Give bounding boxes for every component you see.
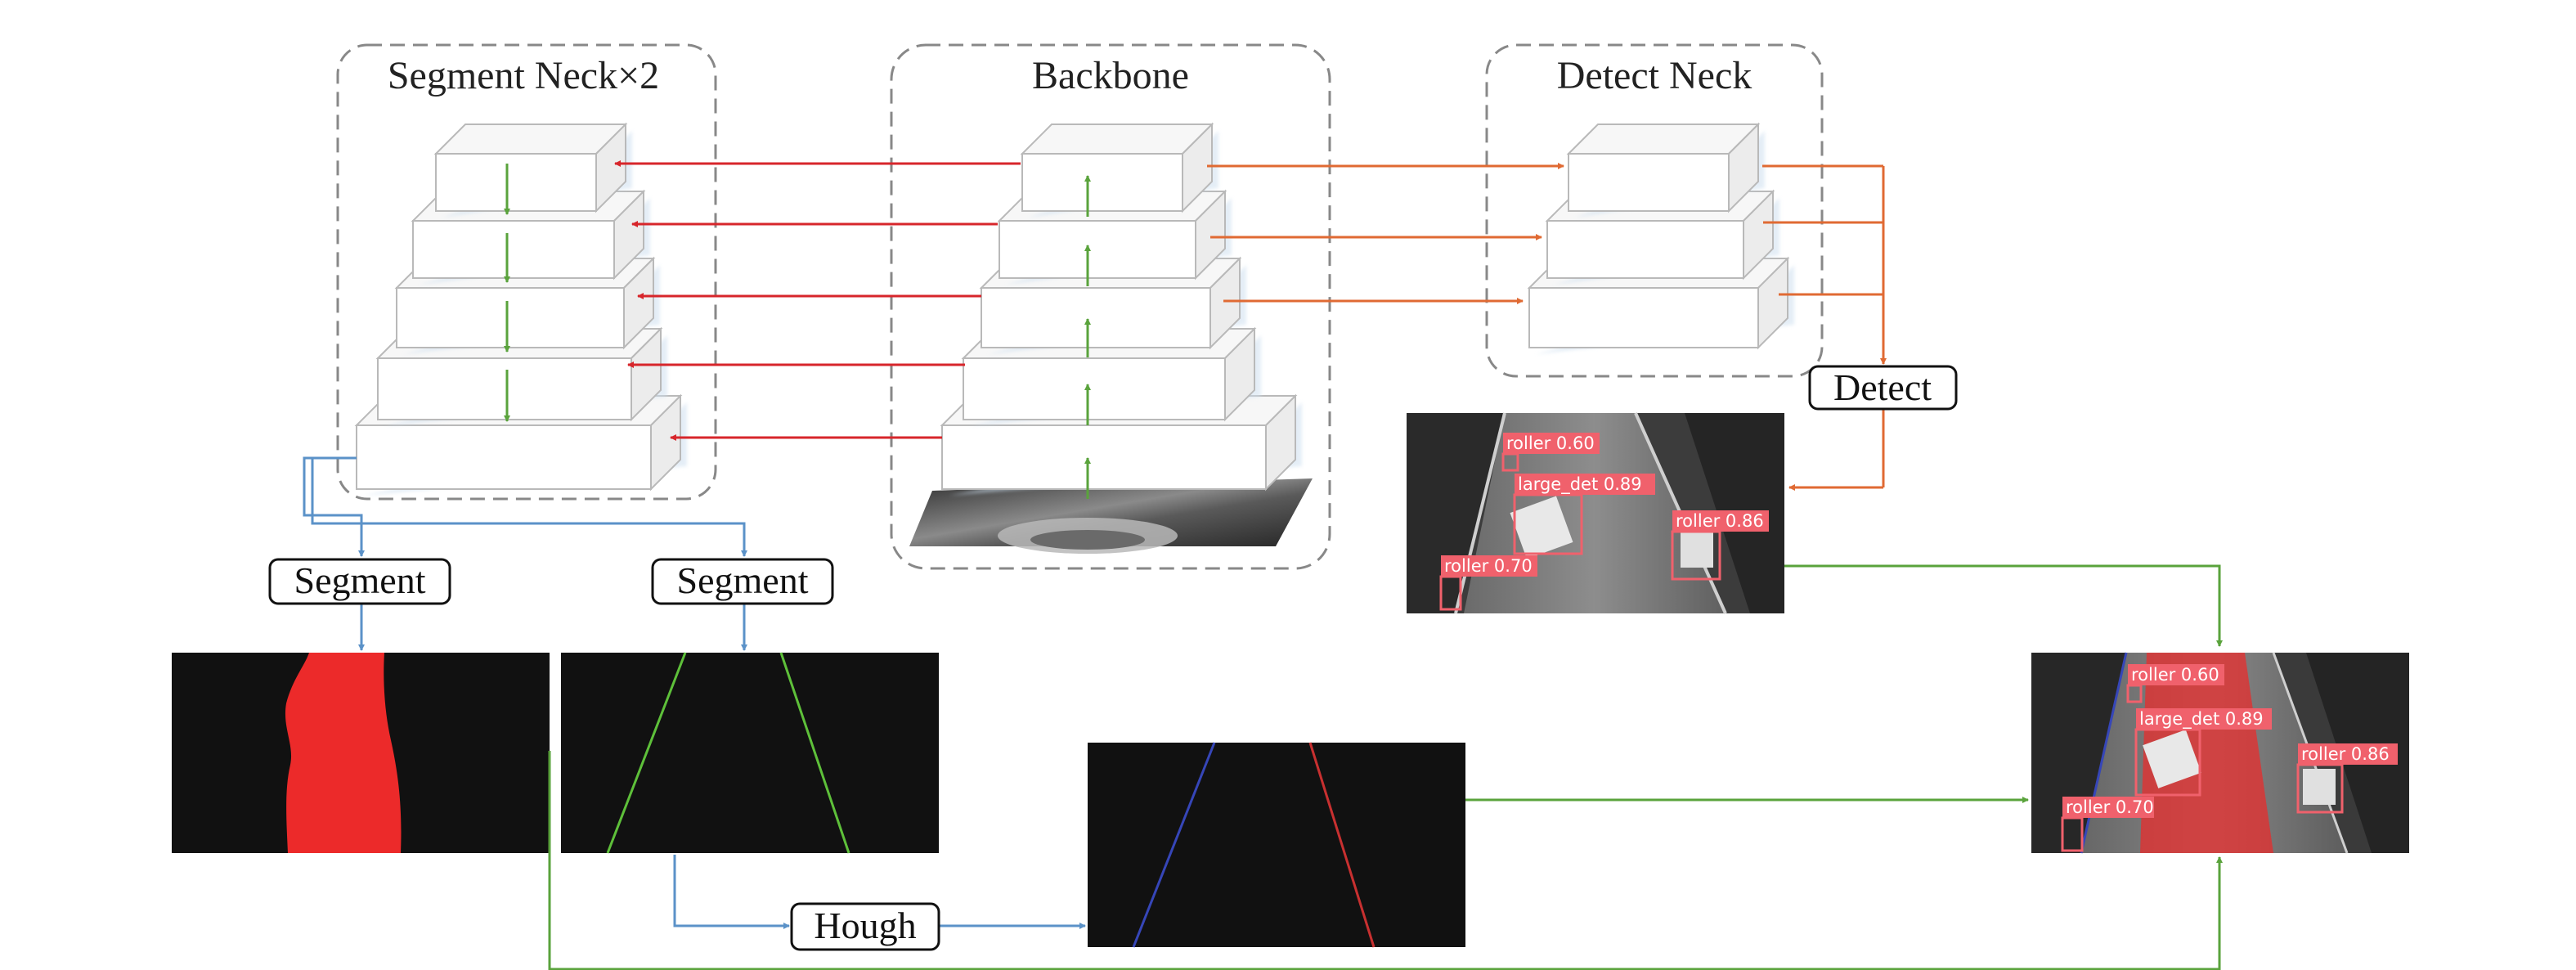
drivable-area-mask — [172, 653, 550, 853]
detection-label: roller 0.70 — [1444, 556, 1533, 576]
detect-to-final-arrow — [1784, 564, 2223, 647]
backbone-block-5 — [1020, 122, 1218, 218]
detect-neck-title: Detect Neck — [1557, 54, 1752, 97]
segment-neck-block-5 — [433, 122, 632, 218]
detection-box: roller 0.60 — [1501, 433, 1600, 472]
detection-label: roller 0.70 — [2066, 797, 2154, 817]
hough-result — [1088, 742, 1465, 948]
detection-box: large_det 0.89 — [2134, 708, 2272, 797]
final-flow-arrows — [548, 751, 2223, 970]
segment-neck-frame — [336, 43, 717, 501]
detection-label: roller 0.60 — [1506, 433, 1595, 453]
detection-box: roller 0.60 — [2126, 664, 2224, 703]
detection-overlays-final: roller 0.60 large_det 0.89 roller 0.86 roll… — [2061, 664, 2398, 852]
detect-neck-block-3 — [1566, 122, 1765, 218]
detect-box — [1808, 365, 1958, 411]
detection-box: roller 0.70 — [2061, 797, 2154, 852]
detection-box: roller 0.86 — [2296, 743, 2398, 814]
detection-label: large_det 0.89 — [1518, 474, 1642, 495]
lane-line-mask — [561, 652, 939, 854]
backbone-frame — [890, 43, 1331, 570]
hough-box — [790, 902, 940, 951]
segment-flow-arrows — [303, 456, 1086, 929]
detection-label: roller 0.60 — [2131, 665, 2219, 685]
detect-neck-frame — [1485, 43, 1824, 378]
hough-label: Hough — [814, 905, 916, 946]
segment-label-left: Segment — [294, 559, 426, 601]
detect-label: Detect — [1833, 366, 1932, 408]
detection-label: roller 0.86 — [1676, 511, 1764, 531]
detection-box: large_det 0.89 — [1513, 474, 1655, 555]
segment-neck-title: Segment Neck×2 — [388, 54, 659, 97]
feature-block-stacks — [354, 122, 1794, 499]
detection-box: roller 0.70 — [1439, 555, 1537, 611]
detection-label: roller 0.86 — [2301, 744, 2390, 764]
backbone-to-segment-arrows — [614, 160, 1021, 441]
detection-label: large_det 0.89 — [2139, 709, 2264, 730]
segment-box-left — [268, 558, 451, 605]
backbone-to-detect-arrows — [1207, 163, 1887, 491]
detection-box: roller 0.86 — [1671, 510, 1769, 581]
segment-label-right: Segment — [677, 559, 809, 601]
backbone-input-photo — [909, 478, 1313, 554]
backbone-title: Backbone — [1032, 54, 1189, 97]
segment-box-right — [651, 558, 834, 605]
segment-neck-block-2 — [375, 326, 667, 426]
detection-overlays-top: roller 0.60 large_det 0.89 roller 0.86 roll… — [1439, 433, 1769, 611]
